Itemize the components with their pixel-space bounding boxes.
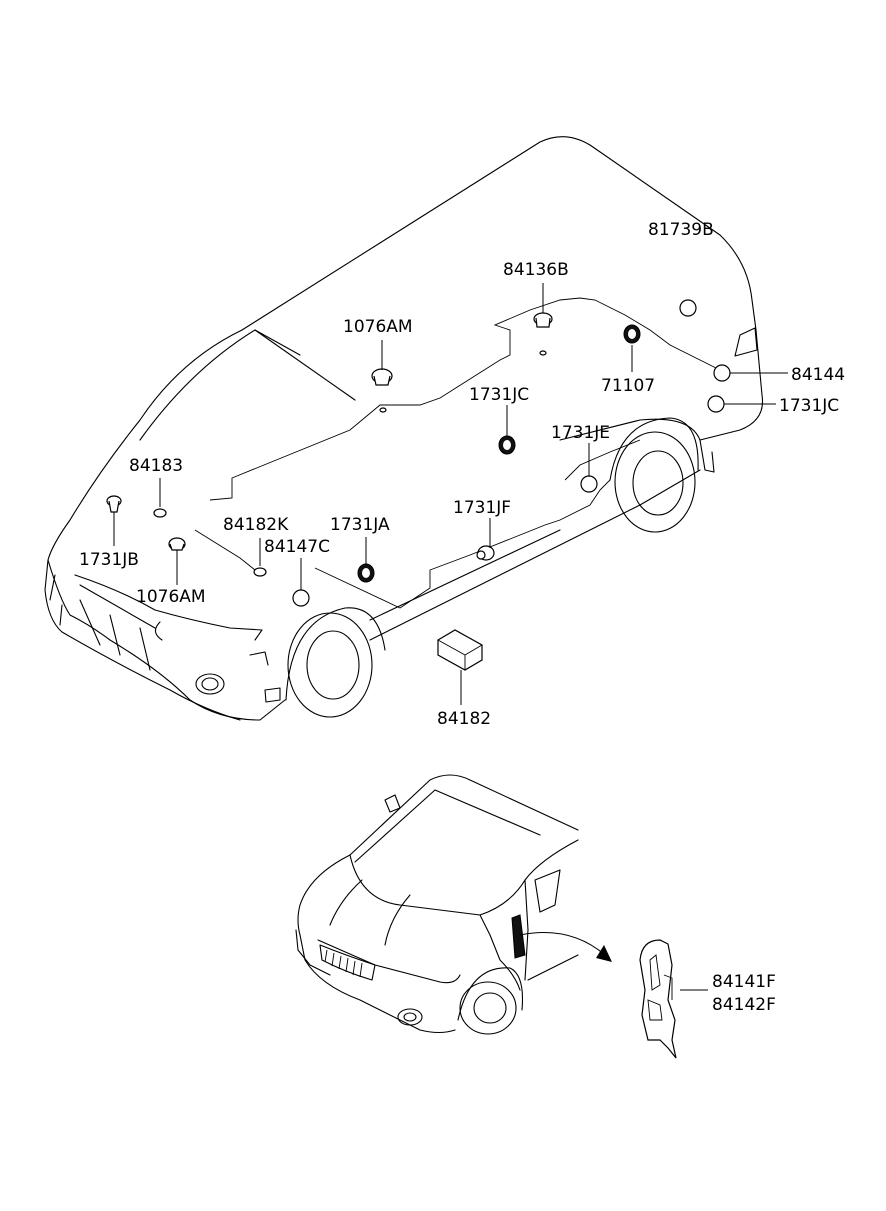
part-84147C-plug bbox=[292, 589, 310, 607]
label-84144: 84144 bbox=[791, 365, 845, 385]
label-1731JE: 1731JE bbox=[551, 423, 610, 443]
label-1731JC-right: 1731JC bbox=[779, 396, 839, 416]
label-1731JC-mid: 1731JC bbox=[469, 385, 529, 405]
part-84183-plug bbox=[153, 508, 167, 518]
vehicle-body-outline bbox=[44, 136, 764, 721]
rear-wheel bbox=[609, 417, 699, 533]
lower-vehicle-outline bbox=[295, 774, 579, 1035]
detail-arrow bbox=[519, 932, 612, 962]
label-84183: 84183 bbox=[129, 456, 183, 476]
part-71107-grommet bbox=[623, 324, 641, 344]
label-1731JF: 1731JF bbox=[453, 498, 511, 518]
label-84136B: 84136B bbox=[503, 260, 569, 280]
leader-lines bbox=[113, 283, 788, 991]
callout-labels: 84136B 81739B 1076AM 84144 71107 1731JC … bbox=[79, 220, 845, 1015]
label-84182K: 84182K bbox=[223, 515, 289, 535]
label-1076AM-bottom: 1076AM bbox=[136, 587, 206, 607]
part-1731JF-plug bbox=[476, 545, 495, 561]
label-71107: 71107 bbox=[601, 376, 655, 396]
part-84144-plug bbox=[713, 364, 731, 382]
part-1731JC-right-plug bbox=[707, 395, 725, 413]
label-1076AM-top: 1076AM bbox=[343, 317, 413, 337]
label-1731JB: 1731JB bbox=[79, 550, 139, 570]
part-1731JA-grommet bbox=[357, 563, 375, 583]
label-81739B: 81739B bbox=[648, 220, 714, 240]
part-1076AM-top-grommet bbox=[371, 368, 393, 413]
part-1076AM-bottom-grommet bbox=[168, 537, 186, 551]
part-84182K-plug bbox=[253, 567, 267, 577]
front-wheel bbox=[285, 607, 386, 718]
part-84136B-grommet bbox=[533, 312, 553, 356]
label-1731JA: 1731JA bbox=[330, 515, 390, 535]
label-84182: 84182 bbox=[437, 709, 491, 729]
floor-pan-outline bbox=[194, 297, 721, 609]
part-1731JB-clip bbox=[106, 495, 122, 513]
part-84182-pad bbox=[437, 629, 483, 671]
label-84147C: 84147C bbox=[264, 537, 330, 557]
part-84141F-84142F-fender-insulator bbox=[639, 939, 677, 1059]
part-1731JE-plug bbox=[580, 475, 598, 493]
label-84141F: 84141F bbox=[712, 972, 776, 992]
part-81739B-plug bbox=[679, 299, 697, 317]
label-84142F: 84142F bbox=[712, 995, 776, 1015]
part-1731JC-mid-grommet bbox=[498, 435, 516, 455]
